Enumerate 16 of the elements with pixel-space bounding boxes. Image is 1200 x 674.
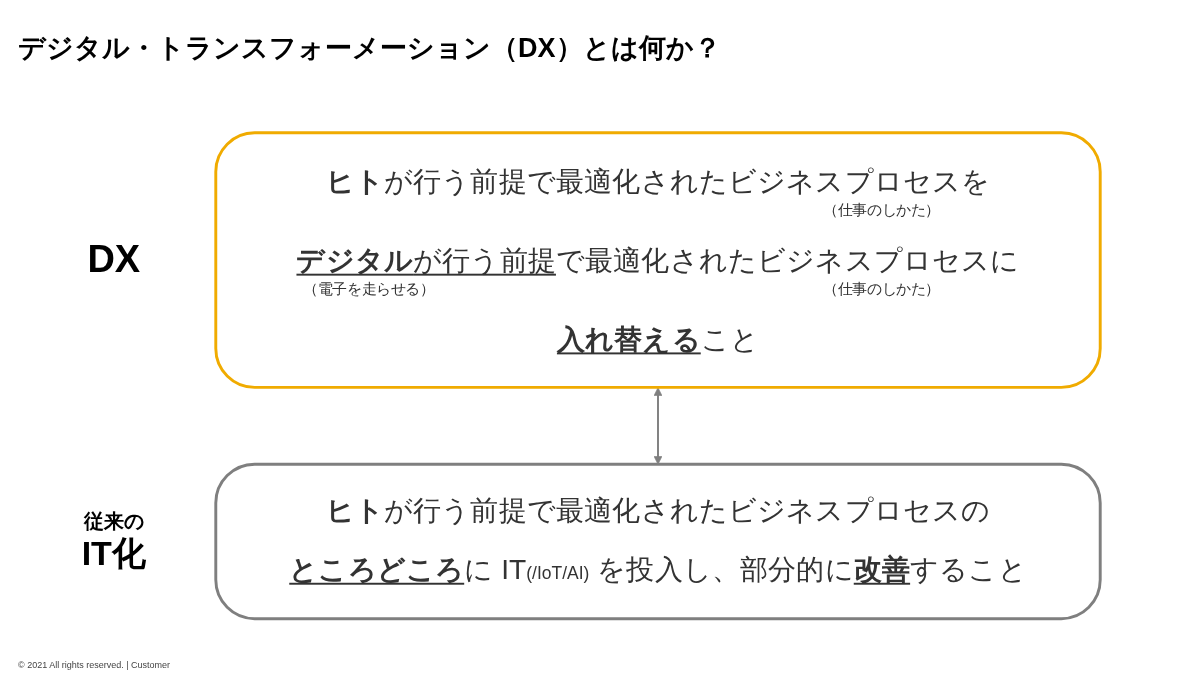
side-label: IT化	[81, 532, 146, 574]
statement-text: ところどころに IT(/IoT/AI) を投入し、部分的に改善すること	[289, 552, 1027, 587]
annotation-text: （仕事のしかた）	[823, 279, 940, 299]
statement-text: デジタルが行う前提で最適化されたビジネスプロセスに	[296, 243, 1020, 278]
statement-text: ヒトが行う前提で最適化されたビジネスプロセスを	[325, 164, 991, 199]
annotation-text: （仕事のしかた）	[823, 200, 940, 221]
annotation-text: （電子を走らせる）	[303, 279, 435, 299]
node-box	[214, 131, 1102, 389]
slide-title: デジタル・トランスフォーメーション（DX）とは何か？	[18, 32, 721, 65]
side-label: DX	[87, 237, 141, 283]
statement-text: 入れ替えること	[556, 322, 760, 357]
statement-text: ヒトが行う前提で最適化されたビジネスプロセスの	[325, 493, 991, 528]
node-box	[214, 462, 1102, 621]
footer-note: © 2021 All rights reserved. | Customer	[18, 660, 171, 670]
side-label: 従来の	[83, 508, 144, 533]
arrow	[653, 387, 663, 465]
